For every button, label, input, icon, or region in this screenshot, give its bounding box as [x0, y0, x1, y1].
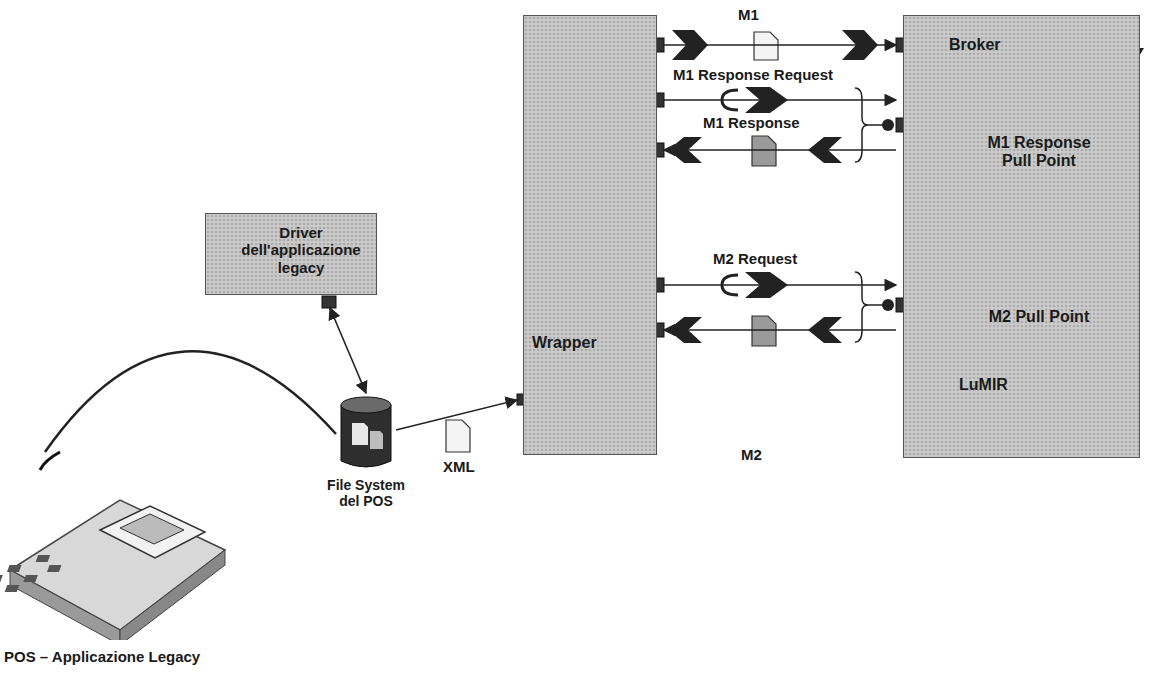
node-text: Broker: [949, 36, 1069, 54]
node-text: POS – Applicazione Legacy: [4, 648, 240, 665]
node-text: M2 Pull Point: [974, 308, 1104, 326]
pos-node: POS – Applicazione Legacy: [0, 440, 240, 680]
node-text: Wrapper: [532, 334, 642, 352]
node-text: Driver dell'applicazione legacy: [236, 224, 366, 276]
edge-label: M1 Response Request: [670, 66, 836, 83]
connector: [664, 284, 896, 286]
lumir-box: Broker M1 Response Pull Point M2 Pull Poin…: [903, 15, 1140, 458]
connector: [45, 351, 336, 452]
connector: [330, 308, 366, 393]
connector: [396, 400, 517, 430]
node-text: File System del POS: [318, 477, 414, 509]
connector: [664, 149, 896, 151]
database-cylinder: [338, 395, 394, 473]
connector: [664, 99, 896, 101]
edge-label: M1: [735, 6, 762, 23]
bracket: [855, 88, 884, 342]
edge-label: M2: [738, 446, 765, 463]
pos-terminal: [0, 440, 230, 640]
edge-label: M1 Response: [700, 114, 803, 131]
node-text: M1 Response Pull Point: [974, 134, 1104, 171]
edge-label: M2 Request: [710, 250, 800, 267]
lollipop: [882, 119, 894, 311]
node-text: LuMIR: [959, 376, 1079, 394]
chevron: [668, 30, 878, 343]
wrapper-box: Wrapper: [523, 15, 657, 455]
edge-label: XML: [440, 458, 478, 475]
file-system-node: File System del POS: [318, 395, 414, 555]
connector: [664, 329, 896, 331]
connector: [664, 44, 896, 46]
driver-box: Driver dell'applicazione legacy: [205, 213, 377, 295]
